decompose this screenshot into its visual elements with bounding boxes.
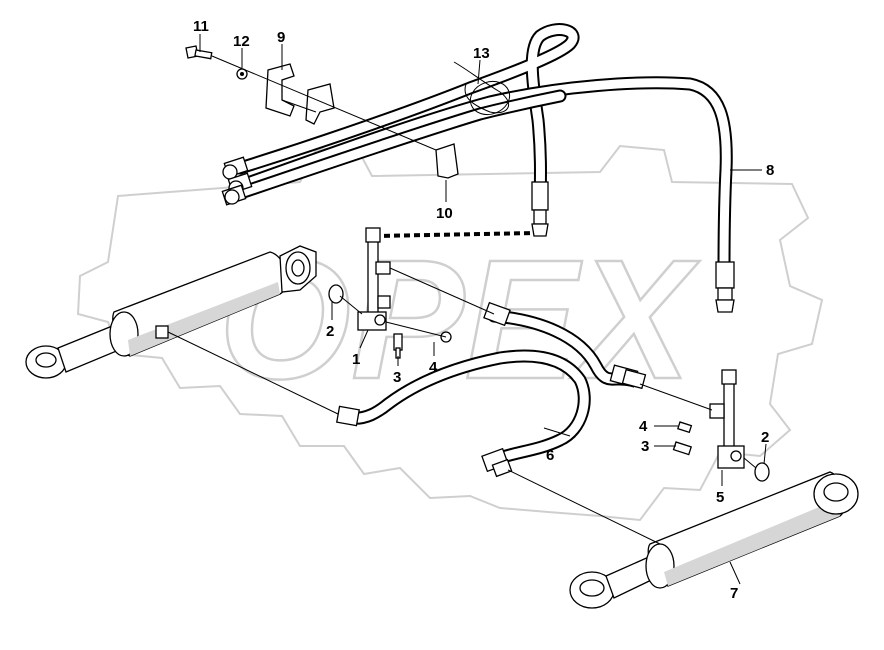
callout-11: 11	[193, 18, 209, 35]
callout-8: 8	[766, 162, 774, 179]
callout-2-right: 2	[761, 429, 769, 446]
callout-7: 7	[730, 585, 738, 602]
nut-4-right	[677, 421, 693, 434]
clamp-plate	[435, 143, 459, 179]
hose-end-fittings-left	[221, 156, 253, 206]
callout-10: 10	[436, 205, 453, 222]
clamp-upper	[265, 63, 295, 117]
callout-5: 5	[716, 489, 724, 506]
manifold-block-left	[357, 227, 391, 331]
bolt-axis	[211, 55, 437, 151]
washer-hole	[240, 72, 244, 76]
dashed-reference-line	[373, 231, 537, 238]
callout-leaders	[199, 34, 767, 585]
cable-strap	[453, 61, 510, 114]
callout-12: 12	[233, 33, 250, 50]
manifold-block-right	[709, 369, 745, 469]
callout-3-right: 3	[641, 438, 649, 455]
callout-13: 13	[473, 45, 490, 62]
strap-loop	[469, 80, 511, 116]
o-ring-2-left	[328, 284, 344, 304]
hose-end-fittings-vertical	[531, 181, 735, 313]
callout-1: 1	[352, 351, 360, 368]
hydraulic-cylinder-right	[569, 471, 859, 609]
hydraulic-cylinder-left	[25, 245, 317, 379]
clamp-bolt	[185, 45, 213, 60]
clamp-lower	[305, 83, 335, 125]
callout-3-left: 3	[393, 369, 401, 386]
callout-2-left: 2	[326, 323, 334, 340]
callout-4-left: 4	[429, 359, 438, 376]
callout-9: 9	[277, 29, 285, 46]
assembly-lines	[167, 99, 757, 545]
hose-6-fittings	[336, 301, 647, 478]
watermark-gear	[76, 144, 824, 522]
callout-4-right: 4	[639, 418, 648, 435]
callout-6: 6	[546, 447, 554, 464]
o-ring-2-right	[754, 462, 770, 482]
